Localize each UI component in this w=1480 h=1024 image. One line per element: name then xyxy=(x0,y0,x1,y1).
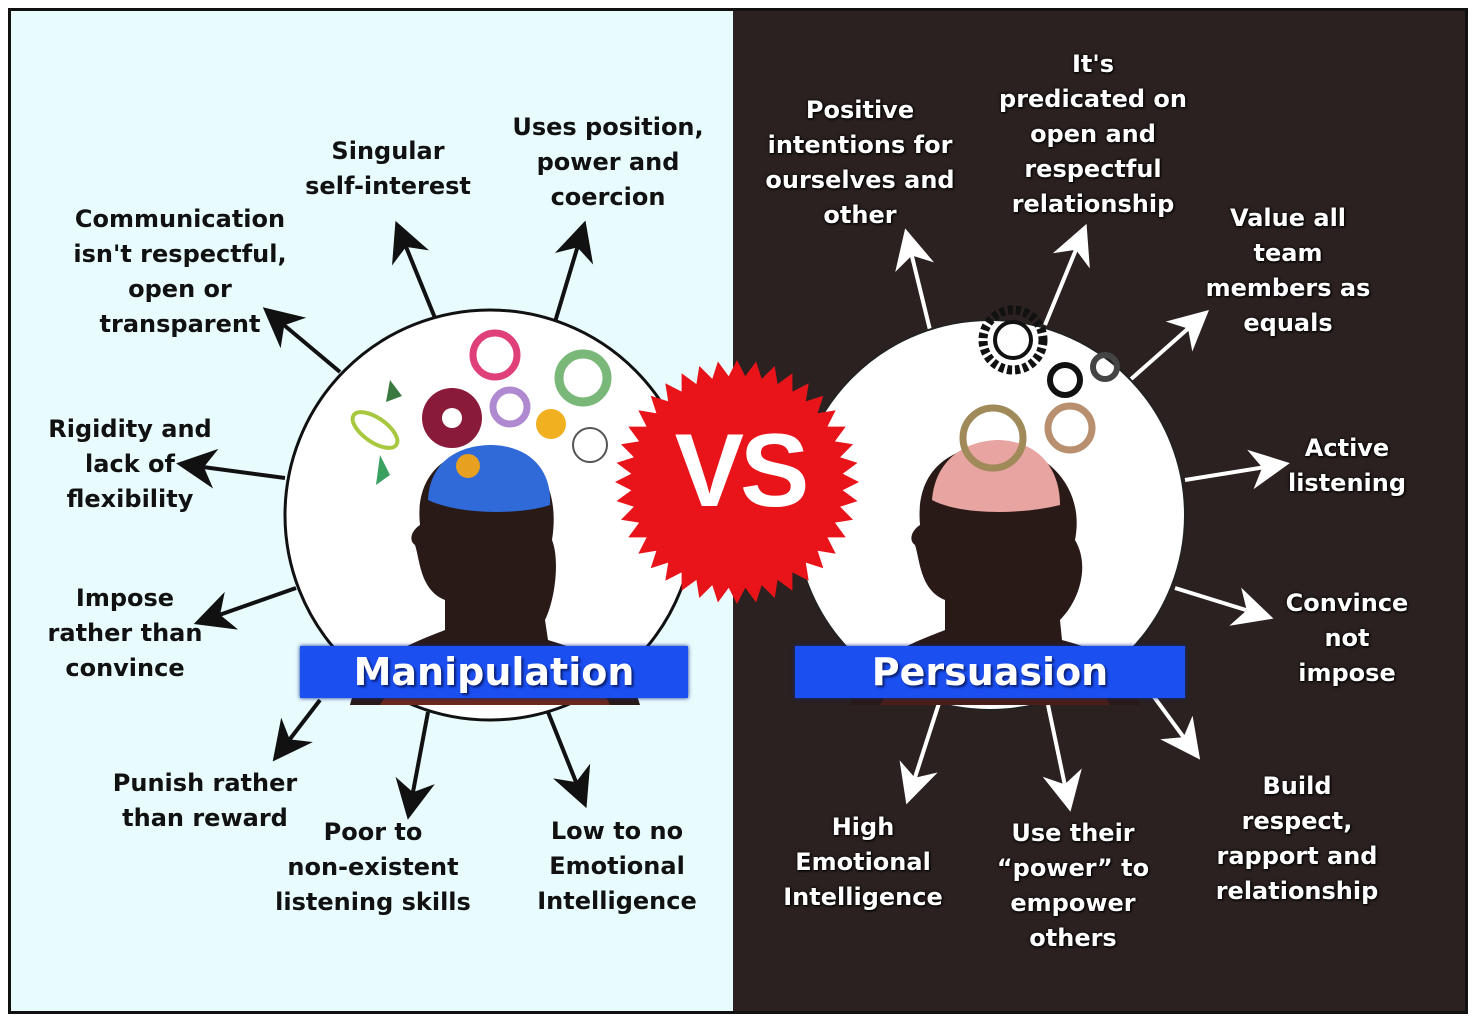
persuasion-trait: Use their “power” to empower others xyxy=(996,819,1150,952)
manipulation-trait: Communication isn't respectful, open or … xyxy=(73,205,287,338)
persuasion-trait: It's predicated on open and respectful r… xyxy=(999,50,1187,218)
manipulation-trait: Uses position, power and coercion xyxy=(512,113,704,211)
manipulation-banner: Manipulation xyxy=(300,646,688,698)
vs-label: VS xyxy=(674,413,810,529)
manipulation-colorful-gears-icon xyxy=(350,329,612,485)
arrow xyxy=(395,711,435,820)
persuasion-gears-icon xyxy=(959,305,1120,472)
arrow xyxy=(1128,310,1209,382)
persuasion-trait: Convince not impose xyxy=(1285,589,1409,687)
arrow xyxy=(1174,586,1274,626)
manipulation-trait: Punish rather than reward xyxy=(112,769,298,832)
arrow xyxy=(546,711,591,809)
arrow xyxy=(392,220,437,319)
arrow xyxy=(1184,449,1290,490)
manipulation-trait: Rigidity and lack of flexibility xyxy=(48,415,212,513)
manipulation-trait: Poor to non-existent listening skills xyxy=(275,818,471,916)
arrow xyxy=(895,228,935,331)
arrow xyxy=(553,220,594,323)
vs-starburst-icon xyxy=(615,360,859,604)
arrow xyxy=(193,586,297,630)
arrow xyxy=(899,699,942,805)
border-frame xyxy=(8,8,1468,1014)
manipulation-trait: Singular self-interest xyxy=(305,137,471,200)
persuasion-banner: Persuasion xyxy=(795,646,1185,698)
persuasion-trait: Active listening xyxy=(1287,434,1407,497)
persuasion-trait: Positive intentions for ourselves and ot… xyxy=(765,96,955,229)
arrow xyxy=(262,307,342,374)
arrow xyxy=(1043,223,1090,326)
persuasion-trait: Build respect, rapport and relationship xyxy=(1215,772,1379,905)
arrow xyxy=(176,448,286,489)
arrow xyxy=(1042,704,1082,812)
persuasion-trait: High Emotional Intelligence xyxy=(783,813,943,911)
manipulation-trait: Impose rather than convince xyxy=(47,584,203,682)
persuasion-trait: Value all team members as equals xyxy=(1205,204,1371,337)
manipulation-trait: Low to no Emotional Intelligence xyxy=(537,817,697,915)
arrow xyxy=(272,698,322,762)
